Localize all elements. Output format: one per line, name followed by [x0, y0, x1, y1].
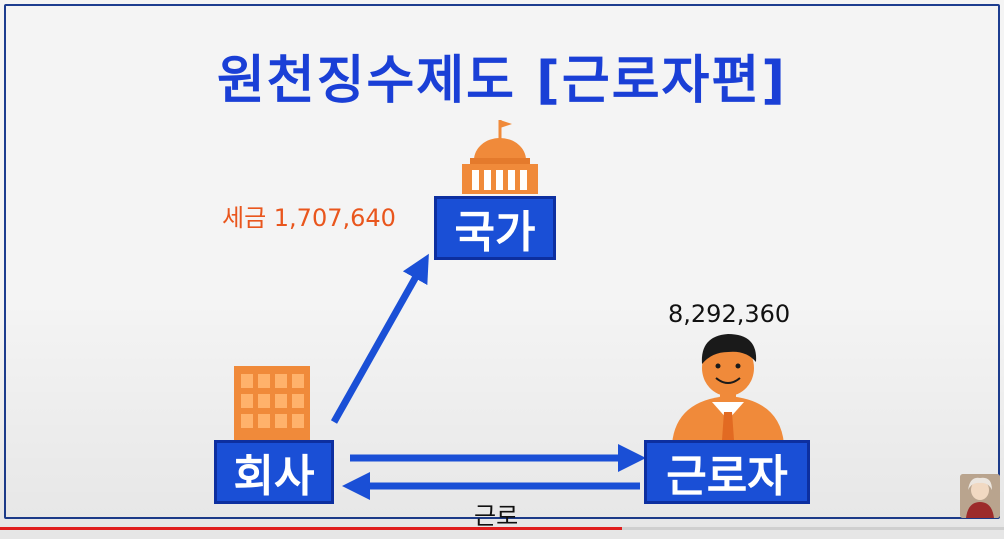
- node-nation: 국가: [434, 196, 556, 260]
- node-worker-label: 근로자: [666, 451, 788, 502]
- video-progress-fill: [0, 527, 623, 530]
- arrow-company-to-nation: [330, 253, 429, 424]
- node-company: 회사: [214, 440, 334, 504]
- capitol-building-icon: [462, 120, 538, 194]
- background-fade: [0, 300, 1004, 539]
- tax-amount-label: 세금 1,707,640: [222, 204, 396, 232]
- page-frame: [4, 4, 1000, 519]
- node-nation-label: 국가: [454, 207, 536, 258]
- salary-amount-label: 8,292,360: [668, 300, 791, 328]
- channel-avatar[interactable]: [960, 474, 1000, 518]
- page-title: 원천징수제도 [근로자편]: [216, 51, 788, 111]
- node-company-label: 회사: [233, 451, 315, 502]
- worker-person-icon: [672, 334, 784, 446]
- video-progress-bar[interactable]: [0, 527, 1004, 530]
- office-building-icon: [234, 366, 310, 444]
- labor-label: 근로: [474, 502, 519, 530]
- node-worker: 근로자: [644, 440, 810, 504]
- avatar-portrait-icon: [960, 474, 1000, 518]
